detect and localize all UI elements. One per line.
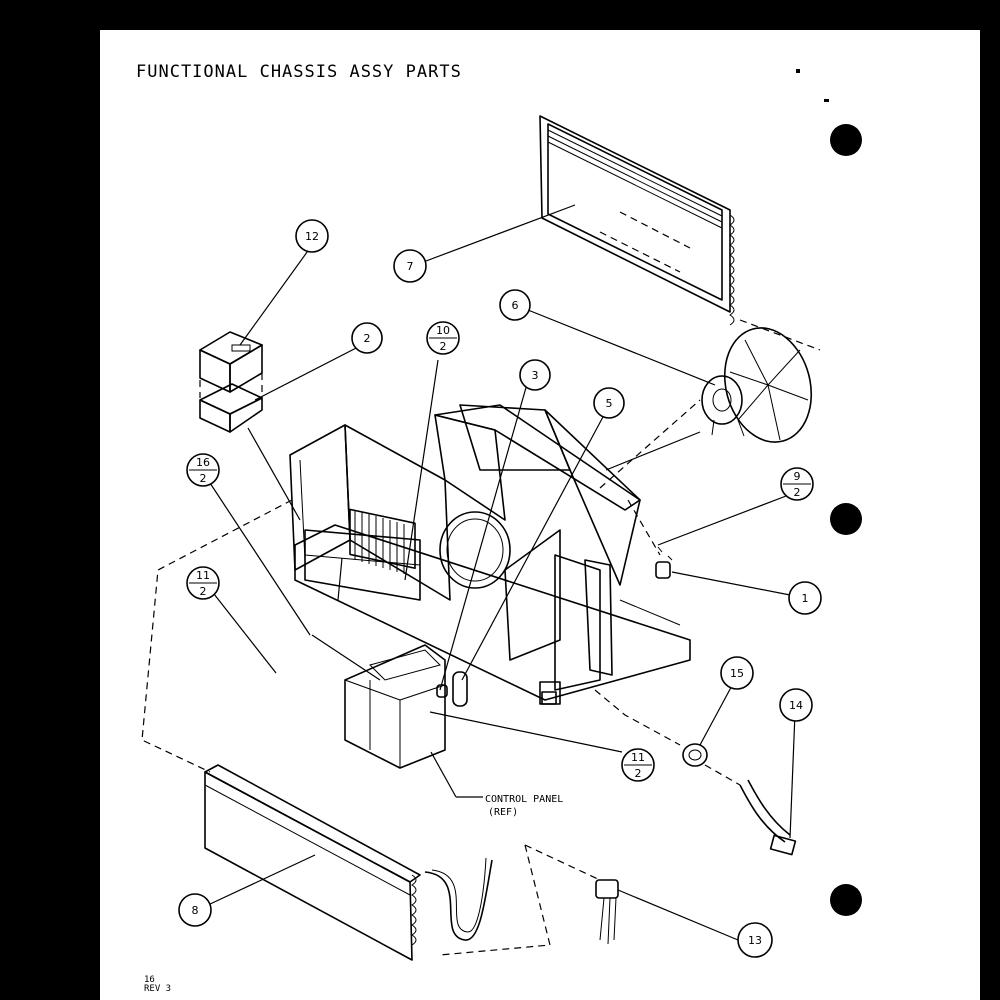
svg-text:15: 15 — [730, 667, 744, 680]
diagram-title: FUNCTIONAL CHASSIS ASSY PARTS — [136, 62, 462, 82]
svg-text:9: 9 — [794, 470, 801, 483]
svg-text:2: 2 — [635, 767, 642, 780]
svg-text:6: 6 — [512, 299, 519, 312]
callout-8: 8 — [178, 893, 212, 927]
svg-text:2: 2 — [200, 585, 207, 598]
control-panel-ref-label: (REF) — [488, 807, 518, 818]
callout-10-2: 10 2 — [426, 321, 460, 355]
svg-text:14: 14 — [789, 699, 803, 712]
binder-hole-middle — [830, 503, 862, 535]
binder-hole-bottom — [830, 884, 862, 916]
svg-text:11: 11 — [631, 751, 645, 764]
svg-text:13: 13 — [748, 934, 762, 947]
exploded-parts-diagram: 12 2 10 2 3 5 6 7 1 — [141, 69, 862, 961]
callout-15: 15 — [720, 656, 754, 690]
svg-text:11: 11 — [196, 569, 210, 582]
callout-11-2-right: 11 2 — [621, 748, 655, 782]
callout-1: 1 — [788, 581, 822, 615]
evaporator-coil — [204, 764, 493, 961]
svg-text:3: 3 — [532, 369, 539, 382]
svg-text:8: 8 — [192, 904, 199, 917]
condenser-coil — [539, 115, 735, 326]
revision-label: REV 3 — [144, 984, 172, 994]
callout-6: 6 — [499, 289, 531, 321]
fan-and-motor — [701, 319, 821, 443]
svg-text:1: 1 — [802, 592, 809, 605]
callout-16-2: 16 2 — [186, 453, 220, 487]
svg-text:5: 5 — [606, 397, 613, 410]
drain-tube — [739, 779, 797, 856]
svg-text:16: 16 — [196, 456, 210, 469]
drawing-sheet: FUNCTIONAL CHASSIS ASSY PARTS — [100, 30, 980, 1000]
svg-text:2: 2 — [440, 340, 447, 353]
callout-5: 5 — [593, 387, 625, 419]
callout-7: 7 — [393, 249, 427, 283]
callout-9-2: 9 2 — [780, 467, 814, 501]
svg-text:12: 12 — [305, 230, 319, 243]
binder-hole-top — [830, 124, 862, 156]
leader-lines — [207, 204, 796, 941]
callout-12: 12 — [295, 219, 329, 253]
callout-14: 14 — [779, 688, 813, 722]
page-footer: 16 REV 3 — [144, 976, 171, 994]
callout-2: 2 — [351, 322, 383, 354]
svg-text:2: 2 — [364, 332, 371, 345]
svg-text:2: 2 — [200, 472, 207, 485]
control-assemblies — [199, 331, 263, 433]
callout-13: 13 — [737, 922, 773, 958]
svg-text:7: 7 — [407, 260, 414, 273]
speck — [824, 99, 829, 102]
control-panel — [344, 644, 483, 798]
speck — [796, 69, 800, 73]
callout-11-2-left: 11 2 — [186, 566, 220, 600]
connector — [595, 879, 619, 945]
control-panel-label: CONTROL PANEL — [485, 794, 563, 805]
grommet — [682, 743, 708, 767]
fastener-part — [655, 546, 673, 579]
svg-text:2: 2 — [794, 486, 801, 499]
svg-text:10: 10 — [436, 324, 450, 337]
assembly-lines — [141, 399, 741, 956]
page-number: 16 — [144, 975, 155, 985]
callout-3: 3 — [519, 359, 551, 391]
chassis-base — [289, 404, 701, 705]
